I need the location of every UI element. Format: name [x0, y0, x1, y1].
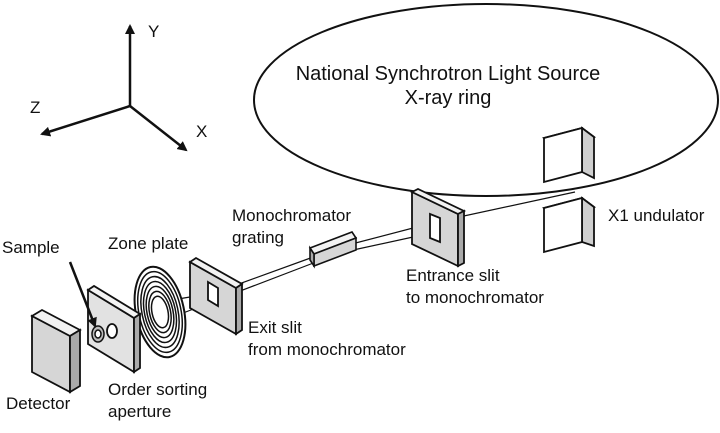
- osa-label-line-2: aperture: [108, 402, 172, 421]
- zone-plate-label: Zone plate: [108, 234, 189, 253]
- entrance-slit-label-line-1: Entrance slit: [406, 266, 500, 285]
- x-axis-arrow: [129, 105, 188, 152]
- z-axis-label: Z: [30, 98, 41, 117]
- grating-label-line-1: Monochromator: [232, 206, 352, 225]
- entrance-slit-label-line-2: to monochromator: [406, 288, 544, 307]
- z-axis-arrow: [40, 104, 131, 137]
- ring-title: National Synchrotron Light Source X-ray …: [268, 62, 628, 110]
- monochromator-grating: [308, 231, 358, 269]
- exit-slit: [188, 256, 244, 336]
- storage-ring: [253, 3, 719, 197]
- sample: [91, 325, 105, 343]
- sample-pointer-arrow: [68, 261, 97, 328]
- sample-label: Sample: [2, 238, 60, 257]
- ring-title-line-2: X-ray ring: [404, 87, 492, 109]
- detector-label: Detector: [6, 394, 71, 413]
- grating-label-line-2: grating: [232, 228, 284, 247]
- osa-label-line-1: Order sorting: [108, 380, 208, 399]
- x-axis-label: X: [196, 122, 208, 141]
- order-sorting-aperture: [86, 284, 142, 374]
- ring-title-line-1: National Synchrotron Light Source: [295, 63, 601, 85]
- axes-triad: [40, 24, 188, 152]
- detector: [30, 308, 82, 394]
- y-axis-label: Y: [148, 22, 160, 41]
- exit-slit-label-line-2: from monochromator: [248, 340, 406, 359]
- zone-plate: [133, 265, 187, 359]
- undulator-label: X1 undulator: [608, 206, 705, 225]
- undulator: [541, 126, 597, 254]
- entrance-slit: [409, 187, 467, 268]
- exit-slit-label-line-1: Exit slit: [248, 318, 302, 337]
